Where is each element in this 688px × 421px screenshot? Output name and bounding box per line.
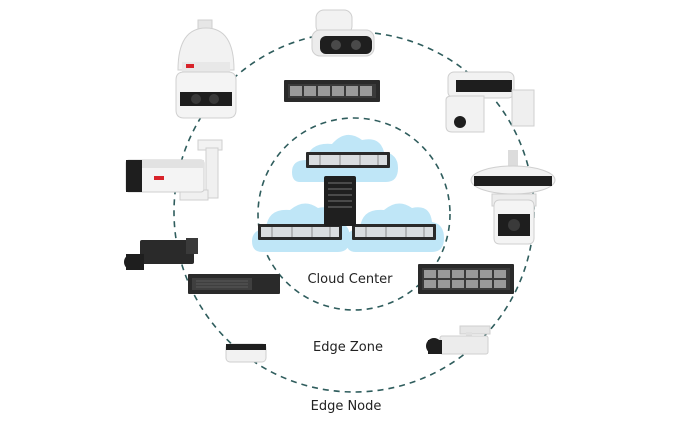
panoramic-camera-icon bbox=[445, 71, 535, 133]
box-camera-icon bbox=[124, 238, 198, 270]
cloud-center-ring bbox=[257, 117, 451, 311]
compact-box-camera-icon bbox=[426, 325, 491, 355]
cloud-server-icon bbox=[346, 203, 444, 252]
ptz-dome-camera-icon bbox=[175, 19, 237, 119]
cloud-center-label: Cloud Center bbox=[307, 272, 393, 287]
dual-lens-camera-icon bbox=[311, 9, 375, 57]
tower-server-icon bbox=[324, 176, 356, 226]
bullet-camera-icon bbox=[125, 139, 223, 201]
cloud-server-icon bbox=[292, 134, 398, 182]
edge-zone-label: Edge Zone bbox=[313, 340, 383, 355]
storage-array-icon bbox=[418, 264, 514, 294]
edge-node-label: Edge Node bbox=[311, 399, 382, 414]
rack-server-icon bbox=[284, 80, 380, 102]
mini-bullet-camera-icon bbox=[225, 343, 267, 363]
multi-sensor-ptz-icon bbox=[470, 150, 556, 245]
nvr-recorder-icon bbox=[188, 274, 280, 294]
